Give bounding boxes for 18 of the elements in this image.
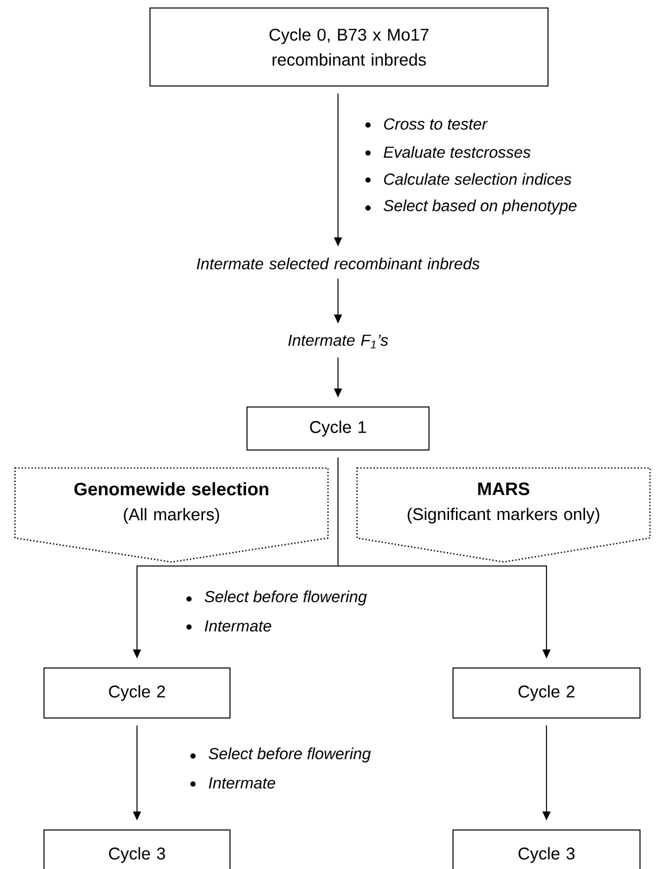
bullet-text: Select based on phenotype (384, 200, 576, 214)
bullet-text: Evaluate testcrosses (384, 146, 530, 158)
process-box: Cycle 3 (44, 830, 230, 869)
process-box: Cycle 3 (452, 830, 640, 869)
step-text: Intermate F$_{1}$’s (288, 334, 388, 348)
process-box: Cycle 2 (452, 668, 640, 718)
bullet-text: Select before flowering (204, 590, 367, 606)
bullet-text: Intermate (208, 777, 276, 789)
step-text: Intermate selected recombinant inbreds (196, 258, 480, 270)
process-box: Cycle 0, B73 x Mo17 recombinant inbreds (150, 8, 548, 86)
bullet-text: Calculate selection indices (384, 173, 572, 185)
process-box: Cycle 2 (44, 668, 230, 718)
bullet-text: Intermate (204, 620, 272, 632)
bullet-text: Select before flowering (208, 748, 371, 762)
method-banner: MARS (Significant markers only) (356, 467, 651, 563)
method-banner: Genomewide selection (All markers) (14, 467, 329, 563)
bullet-text: Cross to tester (384, 118, 488, 130)
process-box: Cycle 1 (246, 406, 430, 450)
